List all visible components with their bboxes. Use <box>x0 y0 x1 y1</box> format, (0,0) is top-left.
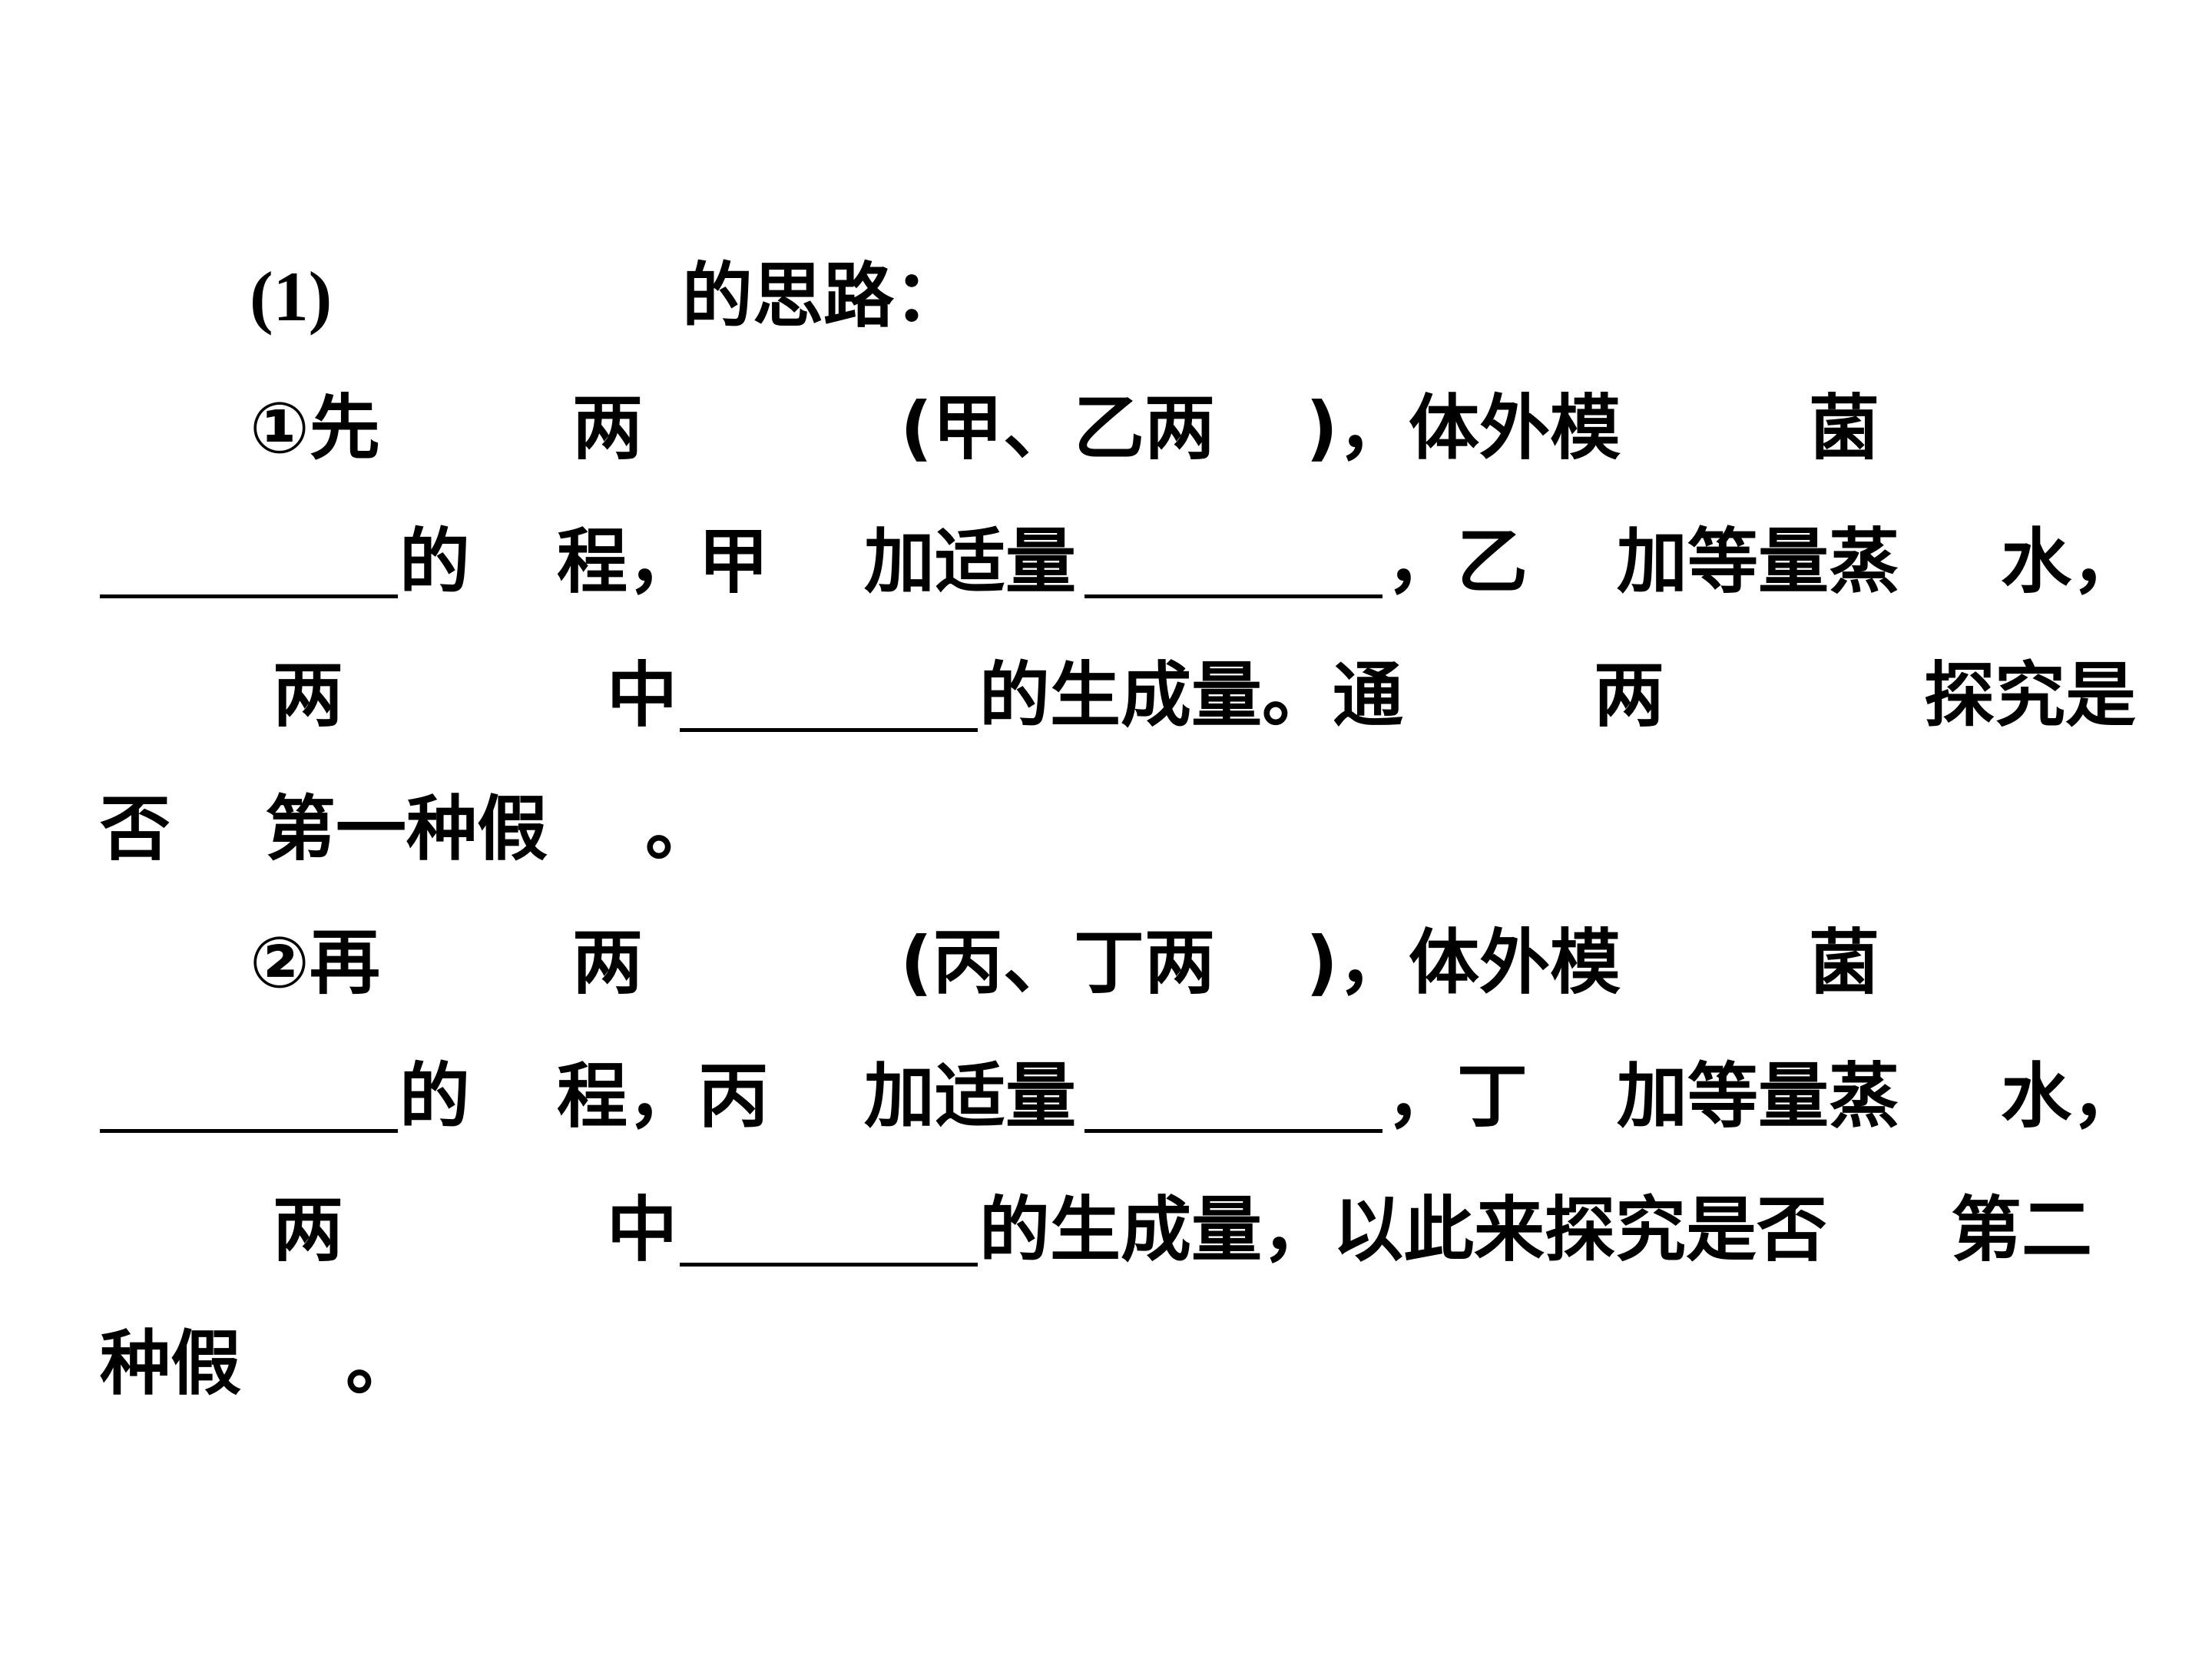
text-segment: 的生成量。通 <box>979 654 1404 737</box>
fill-blank <box>1084 594 1382 598</box>
text-segment: ，乙 <box>1386 521 1528 603</box>
section-heading: 的思路： <box>682 255 965 337</box>
text-line-2: ①先 两 (甲、乙两 )，体外模 菌 <box>0 382 2212 475</box>
text-segment: 两 <box>572 387 644 469</box>
fill-blank <box>100 1129 398 1133</box>
text-segment: 中 <box>607 1189 678 1271</box>
text-segment: 中 <box>607 654 678 737</box>
text-line-5: 否 第一种假 。 <box>0 783 2212 876</box>
text-segment: 加适量 <box>864 521 1077 603</box>
text-line-8: 两 中 的生成量，以此来探究是否 第二 <box>0 1184 2212 1277</box>
item-number: (1) <box>250 257 333 336</box>
text-segment: )，体外模 <box>1306 387 1621 469</box>
text-segment: 两 <box>273 654 344 737</box>
text-line-1: (1) 的思路： <box>0 250 2212 343</box>
text-segment: 水， <box>2001 521 2143 603</box>
text-segment: 两 <box>572 922 644 1004</box>
text-segment: ②再 <box>250 922 380 1004</box>
text-segment: (丙、丁两 <box>900 922 1216 1004</box>
text-segment: 两 <box>273 1189 344 1271</box>
text-segment: 的生成量，以此来探究是否 <box>979 1189 1828 1271</box>
text-segment: 探究是 <box>1924 654 2137 737</box>
text-segment: 种假 <box>100 1323 242 1405</box>
text-segment: 加等量蒸 <box>1617 1055 1900 1137</box>
text-segment: 第二 <box>1951 1189 2093 1271</box>
text-segment: 加等量蒸 <box>1617 521 1900 603</box>
fill-blank <box>680 728 978 732</box>
fill-blank <box>1084 1129 1382 1133</box>
text-segment: 的 <box>399 521 471 603</box>
text-segment: 菌 <box>1809 922 1880 1004</box>
text-segment: (甲、乙两 <box>900 387 1216 469</box>
text-segment: 两 <box>1594 654 1665 737</box>
text-line-7: 的 程，丙 加适量 ，丁 加等量蒸 水， <box>0 1051 2212 1143</box>
text-line-4: 两 中 的生成量。通 两 探究是 <box>0 650 2212 742</box>
text-segment: 否 <box>100 788 171 870</box>
text-segment: ，丁 <box>1386 1055 1528 1137</box>
text-segment: 。 <box>346 1323 417 1405</box>
text-segment: 。 <box>645 788 717 870</box>
text-segment: 的 <box>399 1055 471 1137</box>
text-segment: 水， <box>2001 1055 2143 1137</box>
fill-blank <box>680 1263 978 1267</box>
text-line-9: 种假 。 <box>0 1318 2212 1410</box>
text-segment: )，体外模 <box>1306 922 1621 1004</box>
text-segment: 程，丙 <box>557 1055 770 1137</box>
text-segment: 程，甲 <box>557 521 770 603</box>
text-segment: 加适量 <box>864 1055 1077 1137</box>
text-line-6: ②再 两 (丙、丁两 )，体外模 菌 <box>0 917 2212 1009</box>
text-segment: ①先 <box>250 387 380 469</box>
text-segment: 第一种假 <box>265 788 548 870</box>
text-line-3: 的 程，甲 加适量 ，乙 加等量蒸 水， <box>0 516 2212 608</box>
fill-blank <box>100 594 398 598</box>
text-segment: 菌 <box>1809 387 1880 469</box>
